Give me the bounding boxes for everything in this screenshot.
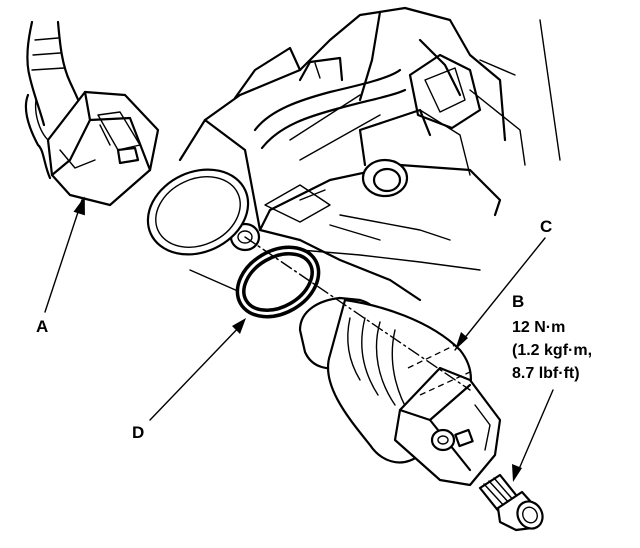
engine-housing: [178, 6, 561, 302]
callout-d-label: D: [132, 423, 144, 442]
leader-arrow-b: [512, 389, 554, 482]
leader-arrow-c: [454, 237, 546, 351]
callout-c-label: C: [540, 217, 552, 236]
torque-spec-line3: 8.7 lbf·ft): [512, 365, 580, 382]
o-ring-d: [235, 245, 321, 319]
leader-arrow-a: [44, 196, 85, 313]
sensor-c: [298, 296, 502, 487]
leader-arrow-d: [149, 318, 246, 421]
callout-a-label: A: [36, 317, 48, 336]
mounting-bolt: [478, 473, 544, 532]
torque-spec-line1: 12 N·m: [512, 319, 565, 336]
torque-spec-line2: (1.2 kgf·m,: [512, 342, 592, 359]
callout-b-label: B: [512, 292, 524, 311]
installation-axis-line: [244, 236, 471, 391]
sensor-bore: [146, 168, 250, 256]
connector-a: [24, 20, 160, 207]
